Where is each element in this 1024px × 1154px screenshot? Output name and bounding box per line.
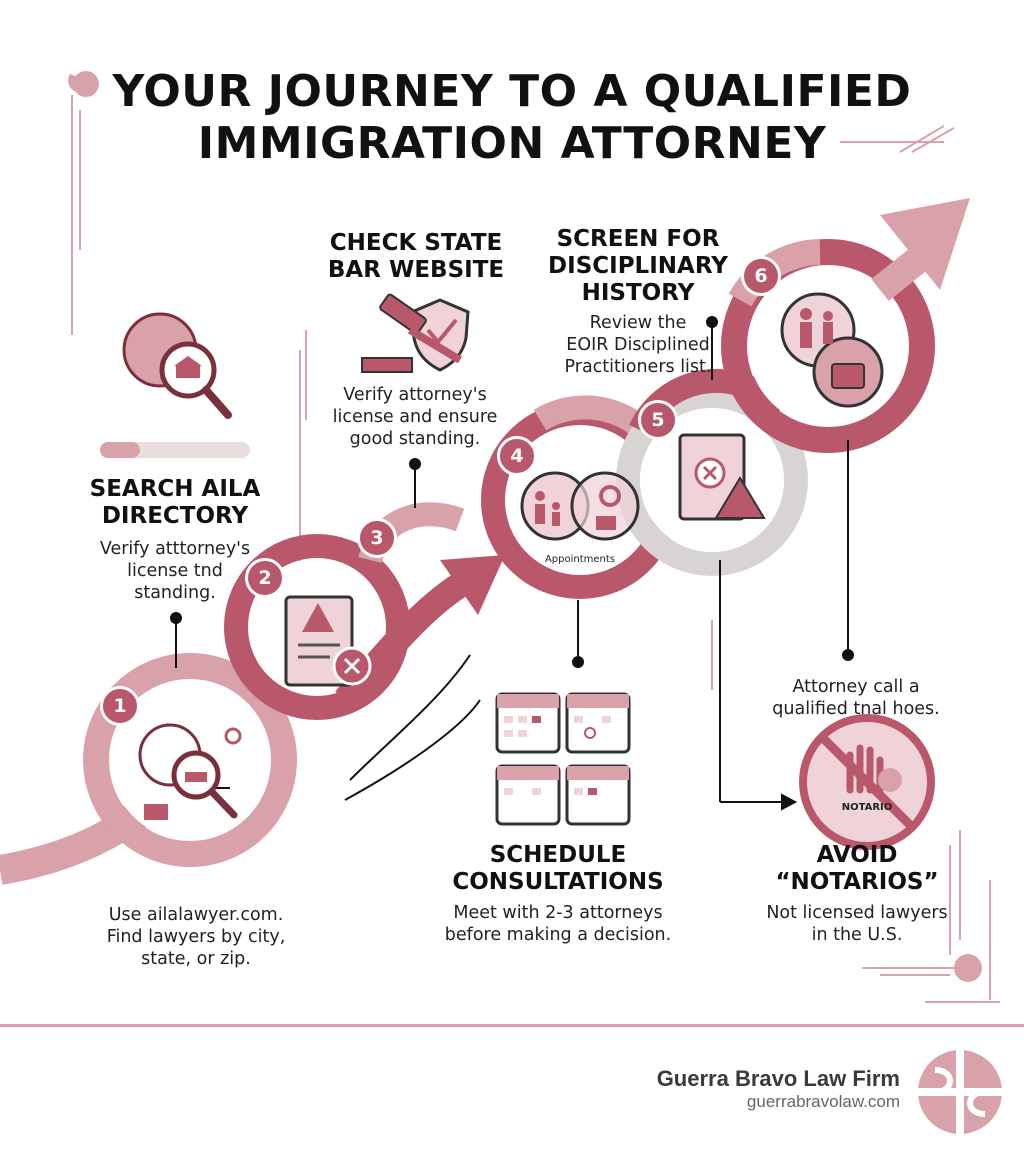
notario-label: NOTARIO bbox=[841, 802, 893, 813]
text-line: in the U.S. bbox=[811, 925, 903, 945]
heading-line: DISCIPLINARY bbox=[548, 253, 728, 279]
bottom-left-text: Use ailalawyer.com. Find lawyers by city… bbox=[86, 904, 306, 970]
text-line: before making a decision. bbox=[444, 925, 672, 945]
text-line: Attorney call a bbox=[792, 677, 920, 697]
step-3-text: Verify attorney's license and ensure goo… bbox=[320, 384, 510, 450]
ring-5 bbox=[616, 384, 808, 576]
step-6-text: Attorney call a qualified tnal hoes. bbox=[756, 676, 956, 720]
heading-line: SCHEDULE bbox=[489, 842, 627, 868]
document-warning-icon bbox=[284, 595, 372, 687]
ring-6 bbox=[721, 239, 935, 453]
step-4-badge: 4 bbox=[497, 436, 537, 476]
heading-line: AVOID bbox=[816, 842, 898, 868]
step-1-badge: 1 bbox=[100, 686, 140, 726]
step-5-badge: 5 bbox=[638, 400, 678, 440]
text-line: good standing. bbox=[349, 429, 481, 449]
text-line: license tnd bbox=[127, 561, 223, 581]
text-line: state, or zip. bbox=[141, 949, 251, 969]
step-6-heading: AVOID “NOTARIOS” bbox=[752, 842, 962, 896]
gavel-shield-icon bbox=[361, 293, 470, 373]
step-2-badge: 2 bbox=[245, 558, 285, 598]
text-line: Meet with 2-3 attorneys bbox=[453, 903, 663, 923]
step-5-heading: SCREEN FOR DISCIPLINARY HISTORY bbox=[534, 226, 742, 307]
family-briefcase-icon bbox=[780, 292, 884, 408]
heading-line: CONSULTATIONS bbox=[452, 869, 664, 895]
page-title: YOUR JOURNEY TO A QUALIFIED IMMIGRATION … bbox=[60, 66, 964, 170]
family-gear-venn-icon bbox=[520, 471, 640, 541]
heading-line: CHECK STATE bbox=[329, 230, 503, 256]
text-line: Find lawyers by city, bbox=[106, 927, 286, 947]
step-6-badge: 6 bbox=[741, 256, 781, 296]
text-line: EOIR Disciplined bbox=[566, 335, 710, 355]
text-line: Practitioners list. bbox=[564, 357, 712, 377]
step-3-badge: 3 bbox=[357, 518, 397, 558]
text-line: Verify atttorney's bbox=[99, 539, 251, 559]
document-reject-icon bbox=[678, 433, 766, 521]
text-line: Review the bbox=[589, 313, 687, 333]
heading-line: SEARCH AILA bbox=[89, 476, 261, 502]
path-swoosh-line bbox=[349, 654, 471, 781]
heading-line: DIRECTORY bbox=[101, 503, 249, 529]
title-line-2: IMMIGRATION ATTORNEY bbox=[197, 118, 827, 169]
step-5-text: Review the EOIR Disciplined Practitioner… bbox=[538, 312, 738, 378]
decor-dot bbox=[954, 954, 982, 982]
heading-line: “NOTARIOS” bbox=[775, 869, 939, 895]
step-4-text: Meet with 2-3 attorneys before making a … bbox=[440, 902, 676, 946]
text-line: Verify attorney's bbox=[343, 385, 487, 405]
heading-line: BAR WEBSITE bbox=[327, 257, 505, 283]
step-4-heading: SCHEDULE CONSULTATIONS bbox=[440, 842, 676, 896]
firm-logo bbox=[918, 1050, 1002, 1134]
ring-1 bbox=[83, 653, 297, 867]
no-notario-icon bbox=[799, 714, 935, 850]
step-6-note: Not licensed lawyers in the U.S. bbox=[752, 902, 962, 946]
firm-name: Guerra Bravo Law Firm bbox=[656, 1066, 900, 1091]
calendar-icons bbox=[495, 692, 631, 826]
footer-divider bbox=[0, 1024, 1024, 1027]
heading-line: HISTORY bbox=[581, 280, 695, 306]
step-3-heading: CHECK STATE BAR WEBSITE bbox=[312, 230, 520, 284]
text-line: standing. bbox=[134, 583, 216, 603]
text-line: qualified tnal hoes. bbox=[772, 699, 940, 719]
arrow-2-4 bbox=[335, 573, 468, 709]
text-line: license and ensure bbox=[332, 407, 498, 427]
globe-search-icon bbox=[122, 312, 232, 419]
decor-dot bbox=[73, 71, 99, 97]
connectors bbox=[170, 316, 854, 811]
heading-line: SCREEN FOR bbox=[556, 226, 720, 252]
title-line-1: YOUR JOURNEY TO A QUALIFIED bbox=[112, 66, 912, 117]
step-1-heading: SEARCH AILA DIRECTORY bbox=[70, 476, 280, 530]
appointments-label: Appointments bbox=[544, 554, 616, 565]
text-line: Not licensed lawyers bbox=[766, 903, 948, 923]
step-1-text: Verify atttorney's license tnd standing. bbox=[70, 538, 280, 604]
globe-search-icon bbox=[138, 723, 242, 820]
text-line: Use ailalawyer.com. bbox=[108, 905, 284, 925]
firm-website[interactable]: guerrabravolaw.com bbox=[746, 1092, 900, 1111]
